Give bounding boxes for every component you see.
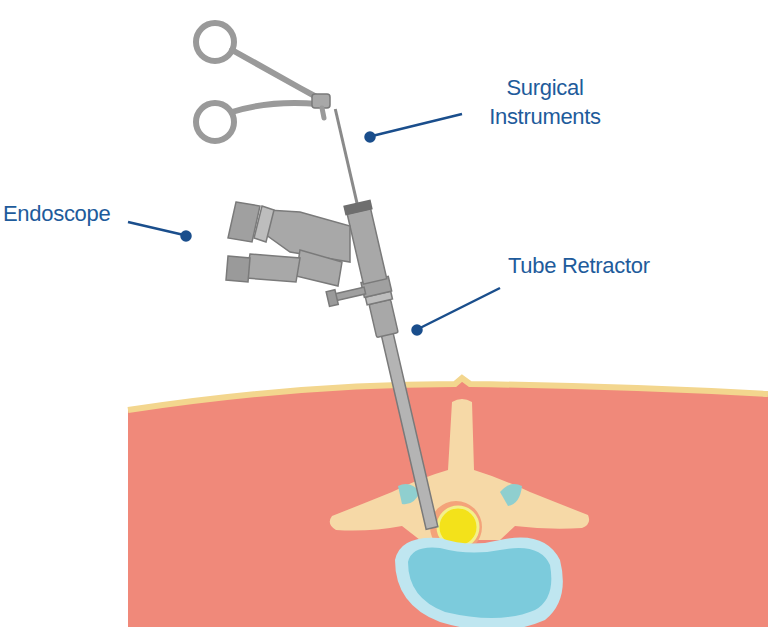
disc-outer	[395, 538, 563, 627]
vertebra	[330, 399, 589, 627]
surgical-forceps	[196, 23, 330, 141]
disc-inner	[408, 548, 551, 618]
part-label: Tube Retractor	[508, 252, 688, 281]
part-label: Surgical Instruments	[470, 74, 620, 131]
endoscope-assembly	[287, 106, 446, 539]
skin	[128, 378, 768, 410]
facet-right	[500, 484, 522, 506]
endoscope-optics	[226, 202, 350, 286]
tissue	[128, 378, 768, 627]
part-label: Endoscope	[3, 200, 128, 229]
leader-lines	[128, 114, 500, 335]
